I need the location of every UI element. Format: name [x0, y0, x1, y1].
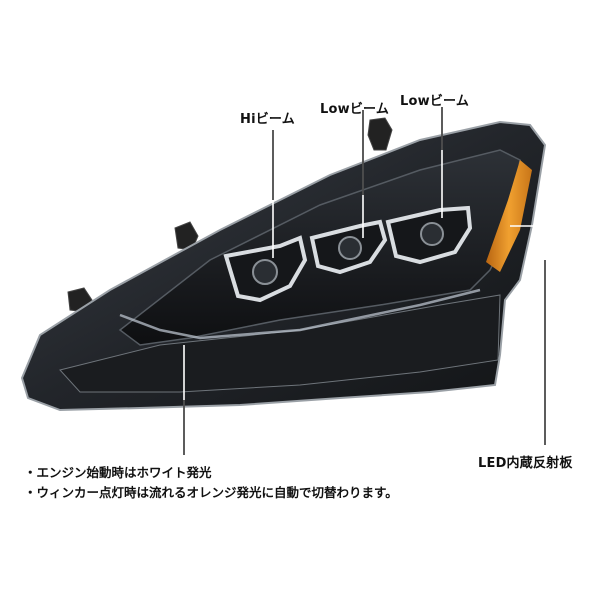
note-engine-start: ・エンジン始動時はホワイト発光: [24, 465, 212, 480]
drl-light-guide: [119, 288, 481, 340]
label-hi-beam: Hiビーム: [240, 112, 295, 127]
amber-reflector: [486, 160, 532, 272]
feature-notes: ・エンジン始動時はホワイト発光 ・ウィンカー点灯時は流れるオレンジ発光に自動で切…: [24, 463, 398, 503]
label-low-beam-1: Lowビーム: [320, 102, 390, 117]
mounting-tabs: [67, 117, 393, 313]
lower-trim: [59, 294, 501, 393]
note-turn-signal: ・ウィンカー点灯時は流れるオレンジ発光に自動で切替わります。: [24, 485, 398, 500]
label-led-reflector: LED内蔵反射板: [478, 456, 573, 471]
projector-module-low-2: [385, 205, 473, 265]
projector-module-hi: [223, 235, 308, 303]
label-low-beam-2: Lowビーム: [400, 94, 470, 109]
